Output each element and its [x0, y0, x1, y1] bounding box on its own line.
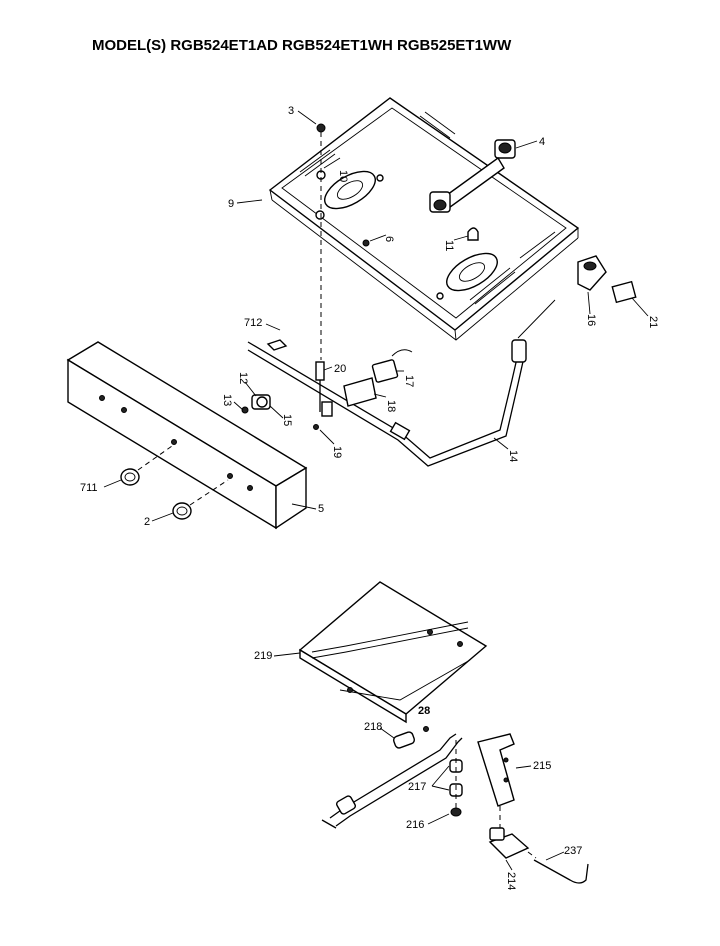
leader-lines: [103, 110, 649, 871]
bracket-215: [477, 733, 515, 807]
callout-17: 17: [403, 375, 415, 387]
callout-9: 9: [228, 198, 234, 210]
screw-6: [362, 239, 370, 247]
broil-burner-tube: [321, 733, 463, 829]
callout-6-top: 6: [383, 236, 395, 242]
manifold-panel: [66, 341, 308, 530]
callout-14: 14: [507, 450, 519, 462]
callout-18: 18: [385, 400, 397, 412]
bracket-18: [343, 377, 377, 407]
callout-12: 12: [237, 372, 249, 384]
callout-216: 216: [406, 819, 424, 831]
manifold-tube: [247, 299, 556, 467]
bracket-712: [266, 339, 288, 351]
callout-218: 218: [364, 721, 382, 733]
callout-219: 219: [254, 650, 272, 662]
callout-711: 711: [80, 482, 98, 494]
rod-20: [315, 361, 333, 417]
callout-20: 20: [334, 363, 346, 375]
bezel-2: [172, 502, 192, 520]
callout-215: 215: [533, 760, 551, 772]
callout-237: 237: [564, 845, 582, 857]
callout-4: 4: [539, 136, 545, 148]
callout-28: 28: [418, 705, 430, 717]
valve-15: [241, 394, 271, 414]
connector-21: [611, 280, 637, 304]
valve-assembly: [429, 139, 516, 213]
wire-237: [533, 859, 589, 884]
switch-16: [577, 255, 607, 291]
callout-217: 217: [408, 781, 426, 793]
callout-712: 712: [244, 317, 262, 329]
screw-19: [313, 424, 319, 430]
clip-11: [467, 227, 479, 241]
orifice-218: [392, 726, 429, 749]
callout-16: 16: [585, 314, 597, 326]
callout-13: 13: [221, 394, 233, 406]
callout-10: 10: [337, 170, 349, 182]
callout-2: 2: [144, 516, 150, 528]
callout-15: 15: [281, 414, 293, 426]
bezel-711: [120, 468, 140, 486]
nut-3: [316, 123, 326, 133]
igniter-17: [371, 349, 413, 383]
callout-labels: 3 10 4 9 6 11 16 21 712 12 13 15 20 17 1…: [80, 105, 659, 890]
callout-5: 5: [318, 503, 324, 515]
callout-11: 11: [443, 240, 455, 251]
callout-19: 19: [331, 446, 343, 458]
igniter-214: [488, 827, 530, 859]
burner-shield-219: [298, 581, 488, 724]
burner-box: [268, 97, 580, 341]
page-title: MODEL(S) RGB524ET1AD RGB524ET1WH RGB525E…: [92, 37, 512, 54]
callout-3: 3: [288, 105, 294, 117]
callout-214: 214: [505, 872, 517, 890]
callout-21: 21: [647, 316, 659, 328]
